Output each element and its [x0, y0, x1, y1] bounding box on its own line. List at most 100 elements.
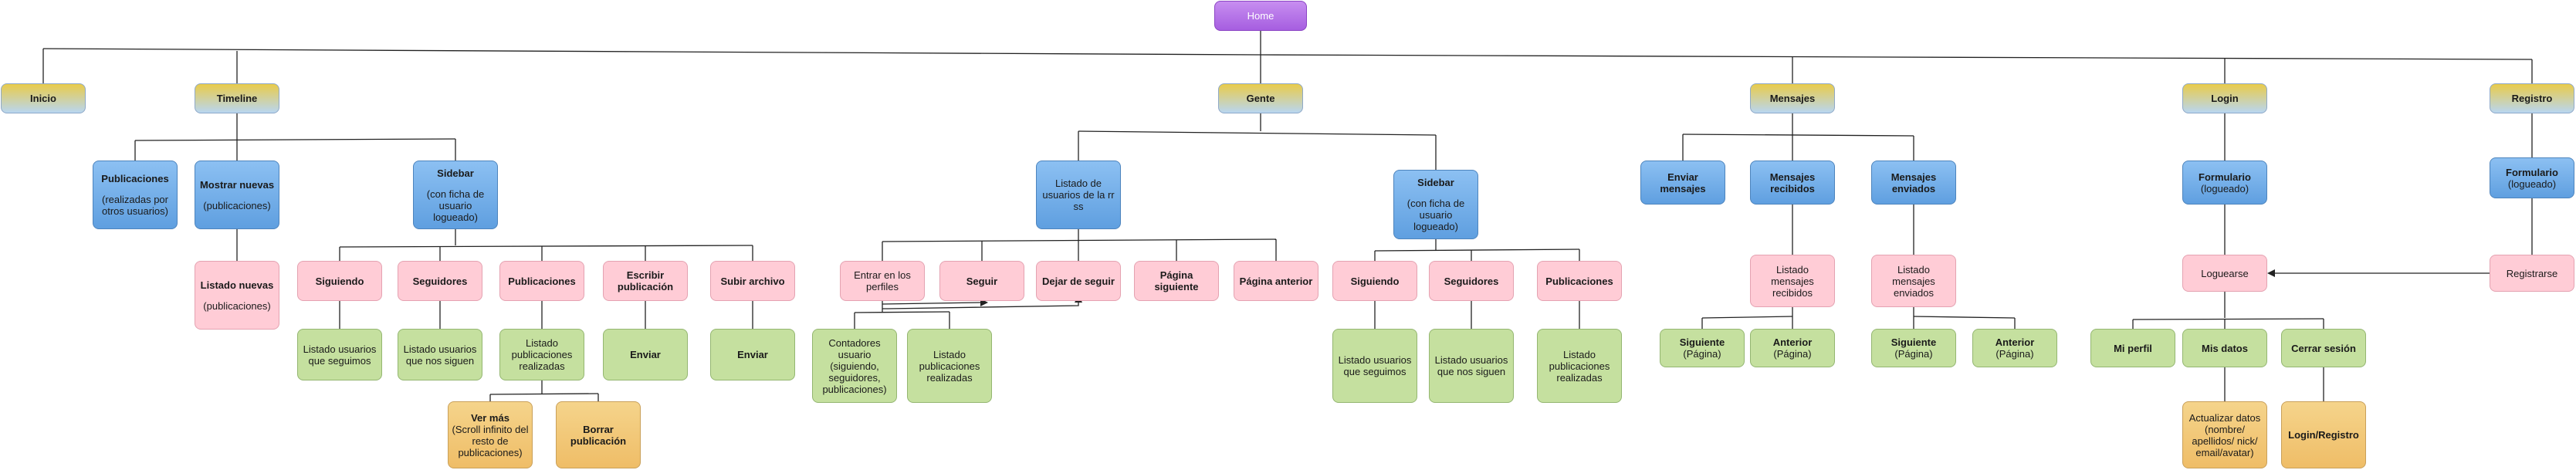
listado-publicaciones-perfil-label: Listado publicaciones realizadas: [919, 348, 980, 384]
ver-mas-node[interactable]: Ver más(Scroll infinito del resto de pub…: [448, 401, 533, 468]
listado-publicaciones-timeline-node[interactable]: Listado publicaciones realizadas: [499, 329, 584, 380]
anterior-enviados-node[interactable]: Anterior(Página): [1972, 329, 2057, 367]
home-label: Home: [1247, 10, 1274, 22]
siguiente-recibidos-node[interactable]: Siguiente(Página): [1660, 329, 1745, 367]
siguiendo-gente-node[interactable]: Siguiendo: [1332, 261, 1417, 301]
listado-recibidos-node[interactable]: Listado mensajes recibidos: [1750, 255, 1835, 307]
siguiente-enviados-sub: (Página): [1894, 348, 1933, 360]
registro-node[interactable]: Registro: [2490, 83, 2574, 113]
mostrar-nuevas-title: Mostrar nuevas: [199, 178, 275, 191]
listado-seguimos-gente-node[interactable]: Listado usuarios que seguimos: [1332, 329, 1417, 403]
pagina-anterior-node[interactable]: Página anterior: [1234, 261, 1318, 301]
listado-publicaciones-gente-node[interactable]: Listado publicaciones realizadas: [1537, 329, 1622, 403]
enviar-archivo-node[interactable]: Enviar: [710, 329, 795, 380]
publicaciones-gente-label: Publicaciones: [1545, 275, 1613, 287]
timeline-node[interactable]: Timeline: [195, 83, 279, 113]
sidebar-timeline-node[interactable]: Sidebar (con ficha de usuario logueado): [413, 161, 498, 229]
listado-nuevas-node[interactable]: Listado nuevas(publicaciones): [195, 261, 279, 330]
enviar-mensajes-node[interactable]: Enviar mensajes: [1640, 161, 1725, 205]
seguidores-gente-label: Seguidores: [1444, 275, 1499, 287]
listado-nos-siguen-timeline-node[interactable]: Listado usuarios que nos siguen: [398, 329, 482, 380]
login-label: Login: [2211, 93, 2239, 104]
seguidores-timeline-node[interactable]: Seguidores: [398, 261, 482, 301]
loguearse-node[interactable]: Loguearse: [2182, 255, 2267, 292]
mensajes-node[interactable]: Mensajes: [1750, 83, 1835, 113]
dejar-de-seguir-label: Dejar de seguir: [1042, 275, 1115, 287]
pagina-siguiente-label: Página siguiente: [1154, 269, 1199, 292]
actualizar-datos-label: Actualizar datos (nombre/ apellidos/ nic…: [2188, 411, 2261, 458]
mensajes-enviados-node[interactable]: Mensajes enviados: [1871, 161, 1956, 205]
borrar-publicacion-node[interactable]: Borrar publicación: [556, 401, 641, 468]
listado-publicaciones-gente-label: Listado publicaciones realizadas: [1549, 348, 1610, 384]
inicio-node[interactable]: Inicio: [1, 83, 86, 113]
seguir-label: Seguir: [966, 275, 998, 287]
listado-seguimos-timeline-label: Listado usuarios que seguimos: [303, 343, 377, 367]
anterior-recibidos-node[interactable]: Anterior(Página): [1750, 329, 1835, 367]
formulario-login-node[interactable]: Formulario(logueado): [2182, 161, 2267, 205]
listado-seguimos-gente-label: Listado usuarios que seguimos: [1338, 354, 1412, 377]
formulario-registro-sub: (logueado): [2507, 178, 2557, 190]
publicaciones-gente-node[interactable]: Publicaciones: [1537, 261, 1622, 301]
publicaciones-sidebar-timeline-label: Publicaciones: [508, 275, 576, 287]
ver-mas-sub: (Scroll infinito del resto de publicacio…: [452, 423, 529, 458]
listado-enviados-node[interactable]: Listado mensajes enviados: [1871, 255, 1956, 307]
sidebar-timeline-title: Sidebar: [437, 167, 474, 179]
seguir-node[interactable]: Seguir: [939, 261, 1024, 301]
timeline-label: Timeline: [216, 93, 258, 104]
sidebar-gente-node[interactable]: Sidebar (con ficha de usuario logueado): [1393, 170, 1478, 239]
login-registro-label: Login/Registro: [2288, 429, 2359, 441]
contadores-usuario-node[interactable]: Contadores usuario (siguiendo, seguidore…: [812, 329, 897, 403]
actualizar-datos-node[interactable]: Actualizar datos (nombre/ apellidos/ nic…: [2182, 401, 2267, 468]
mis-datos-label: Mis datos: [2202, 342, 2248, 354]
seguidores-gente-node[interactable]: Seguidores: [1429, 261, 1514, 301]
mostrar-nuevas-sub: (publicaciones): [203, 199, 271, 211]
anterior-recibidos-sub: (Página): [1773, 348, 1812, 360]
publicaciones-timeline-title: Publicaciones: [101, 173, 169, 184]
sidebar-gente-title: Sidebar: [1417, 177, 1454, 188]
listado-usuarios-rrss-node[interactable]: Listado de usuarios de la rr ss: [1036, 161, 1121, 229]
home-node[interactable]: Home: [1214, 1, 1307, 31]
anterior-recibidos-title: Anterior: [1772, 336, 1813, 348]
gente-node[interactable]: Gente: [1218, 83, 1303, 113]
mis-datos-node[interactable]: Mis datos: [2182, 329, 2267, 367]
escribir-publicacion-node[interactable]: Escribir publicación: [603, 261, 688, 301]
siguiendo-timeline-node[interactable]: Siguiendo: [297, 261, 382, 301]
mi-perfil-node[interactable]: Mi perfil: [2090, 329, 2175, 367]
mostrar-nuevas-node[interactable]: Mostrar nuevas (publicaciones): [195, 161, 279, 229]
seguidores-timeline-label: Seguidores: [412, 275, 468, 287]
anterior-enviados-sub: (Página): [1995, 348, 2034, 360]
formulario-login-title: Formulario: [2199, 171, 2251, 183]
mensajes-recibidos-node[interactable]: Mensajes recibidos: [1750, 161, 1835, 205]
pagina-siguiente-node[interactable]: Página siguiente: [1134, 261, 1219, 301]
pagina-anterior-label: Página anterior: [1239, 275, 1313, 287]
mi-perfil-label: Mi perfil: [2114, 342, 2152, 354]
siguiendo-timeline-label: Siguiendo: [315, 275, 364, 287]
enviar-mensajes-label: Enviar mensajes: [1660, 171, 1706, 194]
login-registro-node[interactable]: Login/Registro: [2281, 401, 2366, 468]
listado-nos-siguen-timeline-label: Listado usuarios que nos siguen: [403, 343, 477, 367]
mensajes-recibidos-label: Mensajes recibidos: [1769, 171, 1816, 194]
formulario-login-sub: (logueado): [2200, 182, 2249, 194]
siguiente-enviados-node[interactable]: Siguiente(Página): [1871, 329, 1956, 367]
subir-archivo-node[interactable]: Subir archivo: [710, 261, 795, 301]
publicaciones-timeline-node[interactable]: Publicaciones(realizadas por otros usuar…: [93, 161, 178, 229]
formulario-registro-node[interactable]: Formulario(logueado): [2490, 157, 2574, 198]
cerrar-sesion-node[interactable]: Cerrar sesión: [2281, 329, 2366, 367]
publicaciones-sidebar-timeline-node[interactable]: Publicaciones: [499, 261, 584, 301]
registro-label: Registro: [2511, 93, 2553, 104]
enviar-publicacion-label: Enviar: [630, 349, 661, 360]
dejar-de-seguir-node[interactable]: Dejar de seguir: [1036, 261, 1121, 301]
registrarse-label: Registrarse: [2506, 267, 2558, 279]
formulario-registro-title: Formulario: [2506, 166, 2558, 178]
listado-enviados-label: Listado mensajes enviados: [1892, 263, 1935, 299]
login-node[interactable]: Login: [2182, 83, 2267, 113]
sidebar-gente-sub: (con ficha de usuario logueado): [1406, 198, 1465, 232]
listado-nos-siguen-gente-node[interactable]: Listado usuarios que nos siguen: [1429, 329, 1514, 403]
sidebar-timeline-sub: (con ficha de usuario logueado): [426, 188, 485, 223]
enviar-publicacion-node[interactable]: Enviar: [603, 329, 688, 380]
entrar-perfiles-node[interactable]: Entrar en los perfiles: [840, 261, 925, 301]
registrarse-node[interactable]: Registrarse: [2490, 255, 2574, 292]
listado-seguimos-timeline-node[interactable]: Listado usuarios que seguimos: [297, 329, 382, 380]
listado-publicaciones-perfil-node[interactable]: Listado publicaciones realizadas: [907, 329, 992, 403]
listado-publicaciones-timeline-label: Listado publicaciones realizadas: [511, 337, 573, 372]
